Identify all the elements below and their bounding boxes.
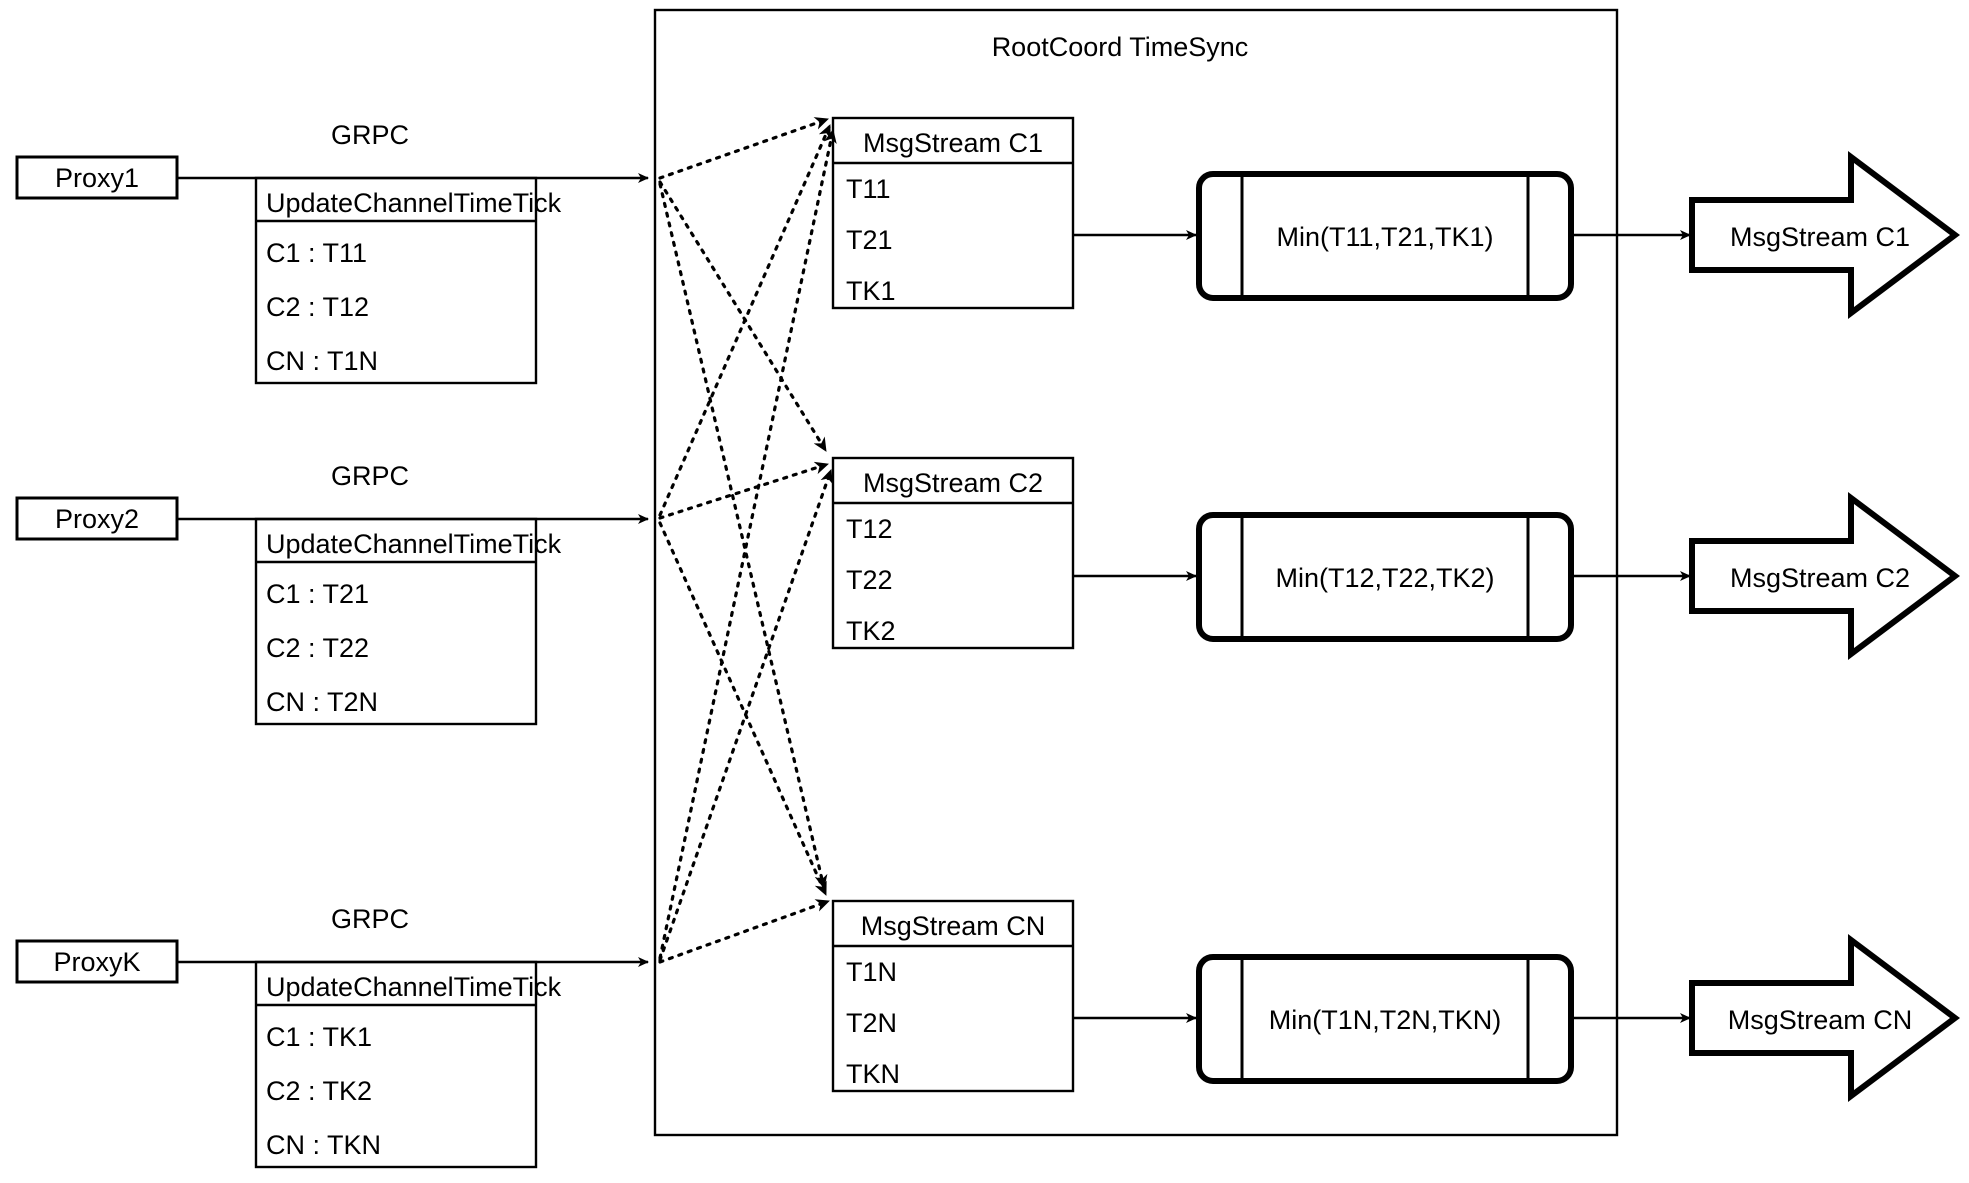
output-arrow-3: MsgStream CN	[1689, 934, 1960, 1102]
timetick-row-2-1: C1 : T21	[266, 579, 369, 609]
msgstream-tick-3-3: TKN	[846, 1059, 900, 1089]
proxy-label-2: Proxy2	[55, 504, 139, 534]
msgstream-box-border-1	[831, 116, 1075, 310]
update-channel-timetick-table-1: UpdateChannelTimeTick C1 : T11 C2 : T12 …	[254, 176, 562, 385]
min-box-label-2: Min(T12,T22,TK2)	[1275, 563, 1494, 593]
fanout-p1-to-c2	[658, 180, 828, 453]
msgstream-box-1: MsgStream C1 T11 T21 TK1	[831, 116, 1075, 310]
fanout-pk-to-cn	[658, 899, 831, 964]
min-box-label-3: Min(T1N,T2N,TKN)	[1269, 1005, 1502, 1035]
msgstream-box-2: MsgStream C2 T12 T22 TK2	[831, 456, 1075, 650]
fanout-pk-to-c1	[658, 128, 837, 960]
msgstream-tick-2-1: T12	[846, 514, 893, 544]
msgstream-tick-2-2: T22	[846, 565, 893, 595]
timetick-row-1-1: C1 : T11	[266, 238, 367, 268]
timetick-row-3-3: CN : TKN	[266, 1130, 381, 1160]
grpc-label-2: GRPC	[331, 461, 409, 491]
msgstream-tick-1-2: T21	[846, 225, 893, 255]
rootcoord-container-border	[653, 8, 1619, 1137]
msgstream-tick-2-3: TK2	[846, 616, 896, 646]
proxy-label-3: ProxyK	[53, 947, 140, 977]
update-channel-timetick-table-3: UpdateChannelTimeTick C1 : TK1 C2 : TK2 …	[254, 960, 562, 1169]
timetick-row-2-2: C2 : T22	[266, 633, 369, 663]
timetick-table-header-1: UpdateChannelTimeTick	[266, 188, 562, 218]
timetick-table-header-3: UpdateChannelTimeTick	[266, 972, 562, 1002]
proxy-group-2: Proxy2 GRPC UpdateChannelTimeTick C1 : T…	[15, 461, 649, 726]
output-arrow-shape-1	[1689, 151, 1960, 319]
rootcoord-container-title: RootCoord TimeSync	[992, 32, 1249, 62]
proxy-group-1: Proxy1 GRPC UpdateChannelTimeTick C1 : T…	[15, 120, 649, 385]
proxy-label-1: Proxy1	[55, 163, 139, 193]
msgstream-tick-3-1: T1N	[846, 957, 897, 987]
output-arrow-1: MsgStream C1	[1689, 151, 1960, 319]
msgstream-tick-3-2: T2N	[846, 1008, 897, 1038]
output-arrow-label-3: MsgStream CN	[1728, 1005, 1913, 1035]
update-channel-timetick-table-2: UpdateChannelTimeTick C1 : T21 C2 : T22 …	[254, 517, 562, 726]
msgstream-box-border-2	[831, 456, 1075, 650]
timetick-row-3-2: C2 : TK2	[266, 1076, 372, 1106]
msgstream-box-border-3	[831, 899, 1075, 1093]
fanout-p1-to-cn	[658, 182, 828, 890]
timetick-table-border-3	[254, 960, 538, 1169]
proxy-group-3: ProxyK GRPC UpdateChannelTimeTick C1 : T…	[15, 904, 649, 1169]
fanout-p2-to-c2	[658, 461, 830, 520]
min-box-label-1: Min(T11,T21,TK1)	[1276, 222, 1493, 252]
min-box-1: Min(T11,T21,TK1)	[1196, 171, 1574, 301]
min-to-output-connectors	[1571, 230, 1691, 1023]
timetick-fanout-connectors	[658, 117, 837, 964]
fanout-p2-to-c1	[658, 123, 832, 517]
msgstream-title-2: MsgStream C2	[863, 468, 1043, 498]
msgstream-tick-1-3: TK1	[846, 276, 896, 306]
msgstream-tick-1-1: T11	[846, 174, 891, 204]
msgstream-to-min-connectors	[1073, 230, 1197, 1023]
timetick-table-border-2	[254, 517, 538, 726]
output-arrow-label-1: MsgStream C1	[1730, 222, 1910, 252]
output-arrow-shape-2	[1689, 492, 1960, 660]
grpc-label-3: GRPC	[331, 904, 409, 934]
timetick-table-header-2: UpdateChannelTimeTick	[266, 529, 562, 559]
msgstream-title-1: MsgStream C1	[863, 128, 1043, 158]
msgstream-box-3: MsgStream CN T1N T2N TKN	[831, 899, 1075, 1093]
rootcoord-container: RootCoord TimeSync	[653, 8, 1619, 1137]
grpc-label-1: GRPC	[331, 120, 409, 150]
timetick-row-2-3: CN : T2N	[266, 687, 378, 717]
timetick-row-1-2: C2 : T12	[266, 292, 369, 322]
min-box-2: Min(T12,T22,TK2)	[1196, 512, 1574, 642]
timetick-table-border-1	[254, 176, 538, 385]
output-arrow-label-2: MsgStream C2	[1730, 563, 1910, 593]
timetick-row-3-1: C1 : TK1	[266, 1022, 372, 1052]
fanout-p1-to-c1	[658, 117, 830, 180]
min-box-3: Min(T1N,T2N,TKN)	[1196, 954, 1574, 1084]
msgstream-title-3: MsgStream CN	[861, 911, 1046, 941]
output-arrow-2: MsgStream C2	[1689, 492, 1960, 660]
fanout-pk-to-c2	[658, 468, 833, 962]
output-arrow-shape-3	[1689, 934, 1960, 1102]
fanout-p2-to-cn	[658, 521, 828, 897]
timetick-row-1-3: CN : T1N	[266, 346, 378, 376]
